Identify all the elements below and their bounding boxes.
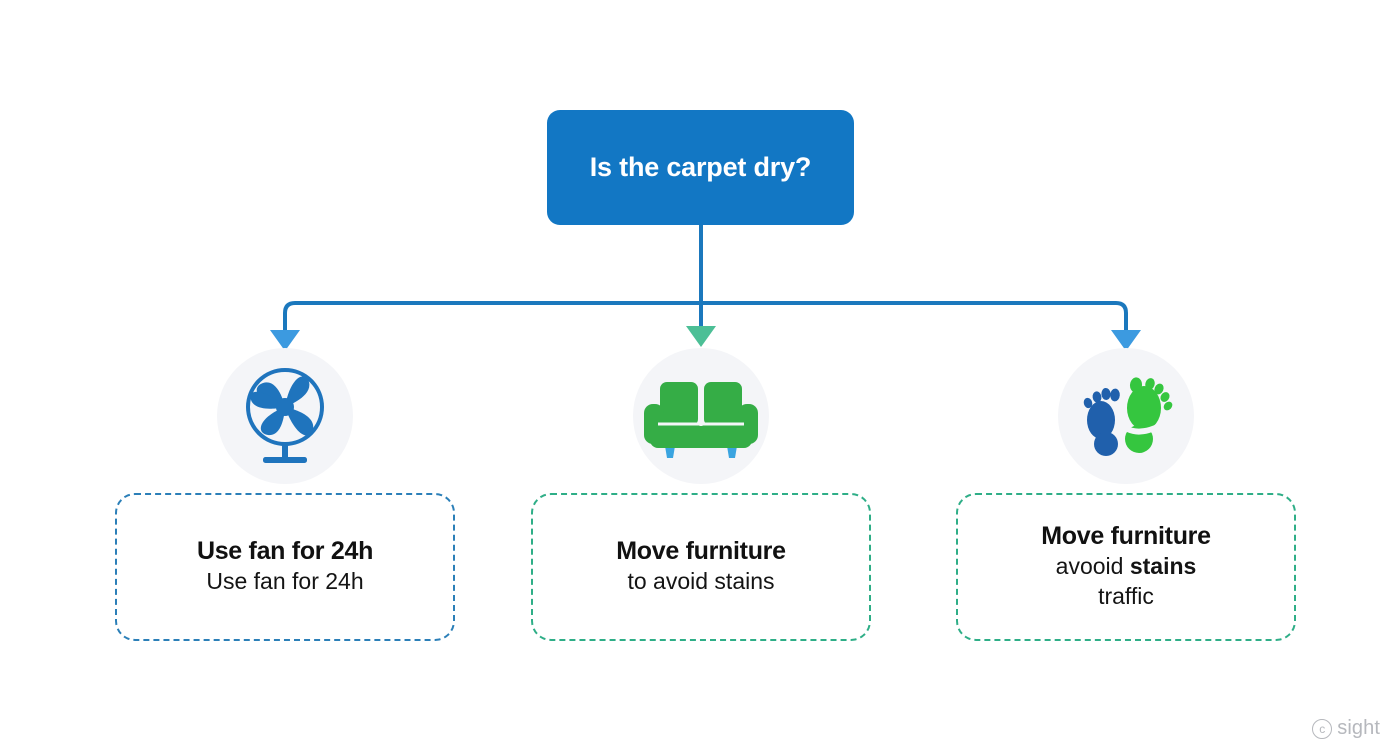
card-sofa[interactable]: Move furniture to avoid stains bbox=[531, 493, 871, 641]
footprints-icon bbox=[1083, 377, 1173, 456]
arrowhead-middle bbox=[686, 326, 716, 347]
fan-icon bbox=[246, 368, 324, 463]
card-sofa-subtitle: to avoid stains bbox=[627, 567, 774, 597]
card-footprints-subtitle: avooid stains bbox=[1056, 552, 1197, 582]
root-decision-node[interactable]: Is the carpet dry? bbox=[547, 110, 854, 225]
watermark-mark-icon: c bbox=[1312, 718, 1333, 739]
card-fan[interactable]: Use fan for 24h Use fan for 24h bbox=[115, 493, 455, 641]
card-fan-subtitle: Use fan for 24h bbox=[206, 567, 363, 597]
branch-fan: Use fan for 24h Use fan for 24h bbox=[115, 348, 455, 641]
card-footprints[interactable]: Move furniture avooid stains traffic bbox=[956, 493, 1296, 641]
card-sofa-title: Move furniture bbox=[616, 537, 786, 566]
card-footprints-subtitle-text: avooid bbox=[1055, 552, 1130, 579]
card-footprints-title: Move furniture bbox=[1041, 522, 1211, 551]
watermark: c sight bbox=[1312, 717, 1380, 740]
card-fan-subtitle-text: Use fan for 24h bbox=[206, 567, 364, 594]
fan-icon-circle bbox=[217, 348, 353, 484]
sofa-icon bbox=[644, 382, 758, 458]
sofa-icon-circle bbox=[633, 348, 769, 484]
watermark-text: sight bbox=[1337, 717, 1380, 739]
card-footprints-third-line: traffic bbox=[1098, 582, 1154, 609]
branch-footprints: Move furniture avooid stains traffic bbox=[956, 348, 1296, 641]
card-footprints-subtitle-emphasis: stains bbox=[1129, 552, 1197, 579]
footprints-icon-circle bbox=[1058, 348, 1194, 484]
card-fan-title: Use fan for 24h bbox=[196, 537, 374, 566]
branch-sofa: Move furniture to avoid stains bbox=[531, 348, 871, 641]
card-sofa-subtitle-text: to avoid stains bbox=[627, 567, 775, 594]
root-decision-label: Is the carpet dry? bbox=[589, 152, 812, 182]
